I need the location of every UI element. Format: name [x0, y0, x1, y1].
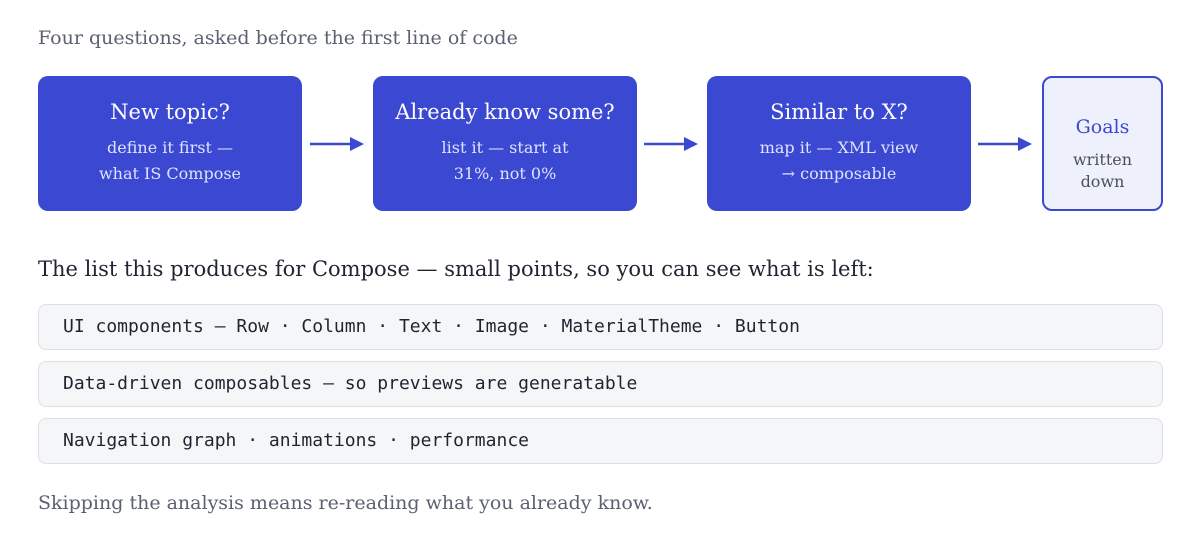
step-title: Already know some? — [395, 100, 615, 124]
step-description: list it — start at 31%, not 0% — [373, 135, 637, 187]
arrow-right-icon — [310, 137, 364, 151]
step-description-line: list it — start at — [441, 138, 569, 157]
arrow-right-icon — [644, 137, 698, 151]
goal-description-line: down — [1080, 172, 1125, 191]
step-new-topic: New topic? define it first — what IS Com… — [38, 76, 302, 211]
diagram-heading: Four questions, asked before the first l… — [38, 27, 518, 49]
step-description-line: → composable — [781, 164, 897, 183]
step-similar-to-x: Similar to X? map it — XML view → compos… — [707, 76, 971, 211]
step-description-line: define it first — — [107, 138, 233, 157]
step-already-know: Already know some? list it — start at 31… — [373, 76, 637, 211]
goal-description: written down — [1044, 149, 1161, 193]
step-description-line: 31%, not 0% — [453, 164, 557, 183]
step-description-line: what IS Compose — [98, 164, 242, 183]
step-title: Similar to X? — [770, 100, 908, 124]
goal-box: Goals written down — [1042, 76, 1163, 211]
list-item: Data-driven composables – so previews ar… — [38, 361, 1163, 407]
step-description: define it first — what IS Compose — [38, 135, 302, 187]
goal-title: Goals — [1075, 116, 1130, 138]
step-description-line: map it — XML view — [759, 138, 919, 157]
step-title: New topic? — [110, 100, 230, 124]
list-item: Navigation graph · animations · performa… — [38, 418, 1163, 464]
question-flow: New topic? define it first — what IS Com… — [38, 76, 1164, 212]
list-item: UI components – Row · Column · Text · Im… — [38, 304, 1163, 350]
footer-note: Skipping the analysis means re-reading w… — [38, 492, 653, 514]
arrow-right-icon — [978, 137, 1032, 151]
list-intro: The list this produces for Compose — sma… — [38, 257, 874, 281]
goal-description-line: written — [1072, 150, 1133, 169]
step-description: map it — XML view → composable — [707, 135, 971, 187]
